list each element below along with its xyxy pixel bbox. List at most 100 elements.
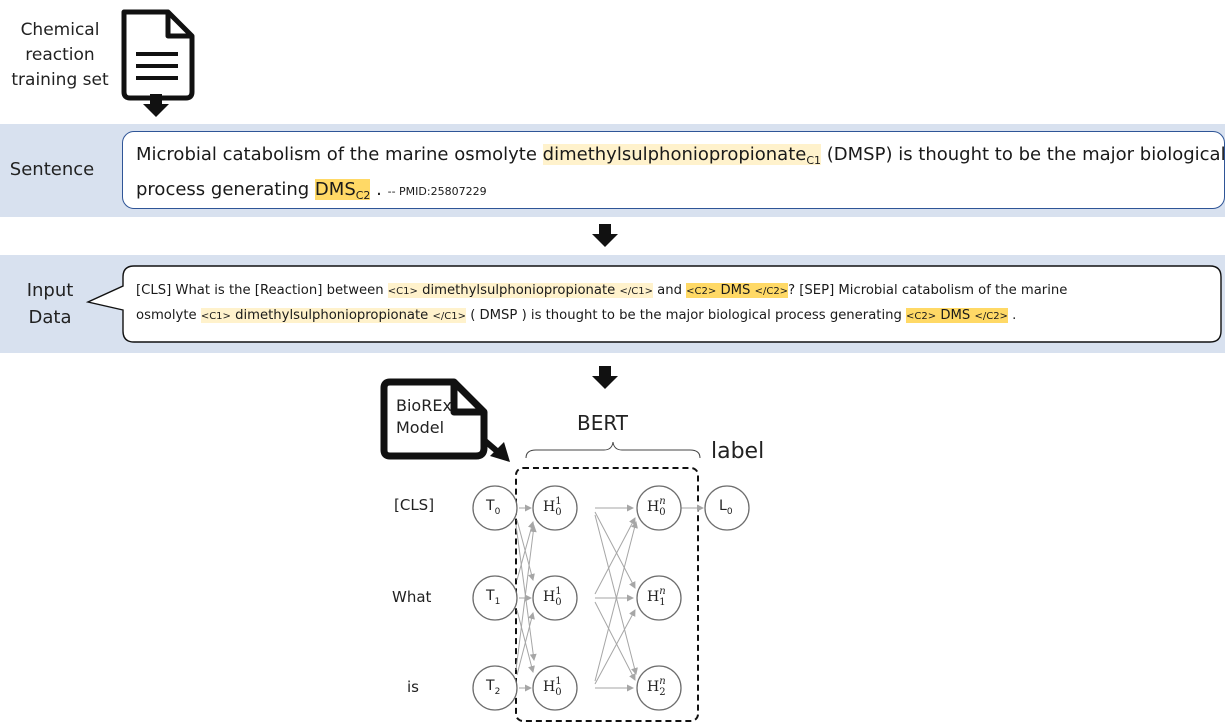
entity-c1-highlight: dimethylsulphoniopropionateC1: [542, 144, 822, 167]
entity-c1-subscript: C1: [806, 154, 822, 167]
sentence-text-part2: (DMSP) is thought to be the major biolog…: [821, 144, 1225, 165]
pmid-source: -- PMID:25807229: [387, 185, 487, 198]
entity-c2-highlight: DMSC2: [314, 179, 371, 202]
h1-2-sub: 0: [555, 687, 562, 698]
input-entity-c2-highlight-2: <C2> DMS </C2>: [906, 308, 1008, 323]
bert-label: BERT: [577, 411, 629, 435]
training-set-label: Chemical reaction training set: [4, 18, 116, 93]
h1-2-sup: 1: [555, 676, 562, 687]
sentence-line1: Microbial catabolism of the marine osmol…: [136, 140, 1225, 175]
hn-2-base: H: [647, 679, 660, 695]
down-arrow-icon: [592, 224, 618, 247]
input-l2-b: ( DMSP ) is thought to be the major biol…: [470, 308, 907, 323]
input-line1: [CLS] What is the [Reaction] between <C1…: [136, 279, 1216, 304]
h1-1-sup: 1: [555, 586, 562, 597]
t1-sub: 1: [494, 596, 501, 607]
input-l1-a: [CLS] What is the [Reaction] between: [136, 283, 388, 298]
node-l0: [704, 485, 750, 531]
node-hn-0: [636, 485, 682, 531]
tag-c2-close-2: </C2>: [974, 311, 1008, 322]
hn-2-sub: 2: [659, 687, 666, 698]
input-label-line2: Data: [28, 307, 72, 328]
h1-0-sub: 0: [555, 507, 562, 518]
sentence-box: Microbial catabolism of the marine osmol…: [122, 131, 1225, 209]
input-l1-c: ? [SEP] Microbial catabolism of the mari…: [788, 283, 1068, 298]
h1-2-base: H: [543, 679, 556, 695]
input-entity-c1-highlight: <C1> dimethylsulphoniopropionate </C1>: [387, 283, 653, 298]
tag-c1-close-2: </C1>: [432, 311, 466, 322]
network-graph: [472, 485, 750, 711]
tag-c1-close: </C1>: [619, 286, 653, 297]
l0-base: L: [719, 498, 727, 514]
sentence-text-part1: Microbial catabolism of the marine osmol…: [136, 144, 543, 165]
t1-base: T: [486, 588, 495, 604]
hn-1-sup: n: [659, 586, 666, 597]
h1-1-base: H: [543, 589, 556, 605]
network-edges: [515, 504, 704, 692]
node-h1-2: [532, 665, 578, 711]
token-cls: [CLS]: [394, 496, 435, 514]
node-l0-label: L0: [719, 498, 733, 517]
input-label-line1: Input: [26, 280, 74, 301]
training-set-line2: reaction: [25, 45, 95, 65]
node-t0: [472, 485, 518, 531]
input-l1-b: and: [652, 283, 687, 298]
token-is: is: [407, 678, 419, 696]
input-entity-c1-2: dimethylsulphoniopropionate: [235, 308, 433, 323]
entity-c2-subscript: C2: [355, 189, 371, 202]
tag-c1-open: <C1>: [387, 286, 418, 297]
input-entity-c2: DMS: [720, 283, 755, 298]
tag-c2-close: </C2>: [754, 286, 789, 297]
h1-0-sup: 1: [555, 496, 562, 507]
sentence-text-part3: process generating: [136, 179, 315, 200]
hn-2-sup: n: [659, 676, 666, 687]
t2-base: T: [486, 678, 495, 694]
input-entity-c2-2: DMS: [940, 308, 975, 323]
node-h1-0: [532, 485, 578, 531]
sentence-line2: process generating DMSC2 . -- PMID:25807…: [136, 175, 1224, 210]
node-t1-label: T1: [486, 588, 500, 607]
biorex-line2: Model: [396, 418, 445, 437]
bert-brace: [525, 441, 701, 459]
node-h1-1: [532, 575, 578, 621]
biorex-model-document: [380, 378, 510, 462]
node-hn-2: [636, 665, 682, 711]
h1-1-sub: 0: [555, 597, 562, 608]
entity-c1-text: dimethylsulphoniopropionate: [542, 144, 807, 165]
node-hn-1: [636, 575, 682, 621]
input-line2: osmolyte <C1> dimethylsulphoniopropionat…: [136, 304, 1216, 329]
sentence-label: Sentence: [9, 159, 95, 180]
hn-0-sub: 0: [659, 507, 666, 518]
h1-0-base: H: [543, 499, 556, 515]
input-l2-c: .: [1012, 308, 1017, 323]
tag-c2-open-2: <C2>: [906, 311, 937, 322]
t0-base: T: [486, 498, 495, 514]
token-what: What: [392, 588, 432, 606]
input-data-label: Input Data: [0, 277, 100, 331]
t0-sub: 0: [494, 506, 501, 517]
t2-sub: 2: [494, 686, 501, 697]
input-text: [CLS] What is the [Reaction] between <C1…: [136, 279, 1216, 329]
hn-0-base: H: [647, 499, 660, 515]
input-entity-c1: dimethylsulphoniopropionate: [422, 283, 620, 298]
node-t0-label: T0: [486, 498, 500, 517]
input-l2-a: osmolyte: [136, 308, 201, 323]
hn-0-sup: n: [659, 496, 666, 507]
speech-bubble: [86, 265, 1222, 343]
down-arrow-icon: [143, 94, 169, 117]
training-set-line3: training set: [11, 70, 109, 90]
tag-c2-open: <C2>: [686, 286, 717, 297]
tag-c1-open-2: <C1>: [200, 311, 231, 322]
biorex-line1: BioREx: [396, 396, 452, 415]
entity-c2-text: DMS: [314, 179, 356, 200]
document-icon: [121, 9, 195, 101]
down-arrow-icon: [592, 366, 618, 389]
sentence-text-part4: .: [370, 179, 388, 200]
label-title: label: [711, 439, 765, 464]
l0-sub: 0: [726, 506, 733, 517]
node-t2: [472, 665, 518, 711]
